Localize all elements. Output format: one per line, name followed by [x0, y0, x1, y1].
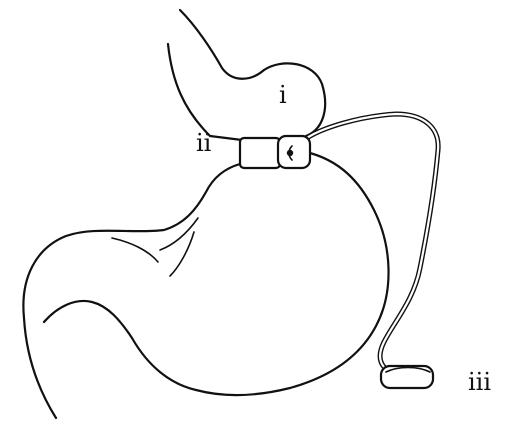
stomach-fold-line-3	[170, 232, 194, 276]
gastric-band-left-segment	[240, 138, 280, 168]
gastric-band-right-segment	[278, 136, 310, 168]
access-port	[381, 366, 433, 388]
esophagus-right-wall	[180, 10, 264, 79]
esophagus-left-wall	[168, 44, 242, 140]
label-pouch: i	[279, 81, 287, 109]
label-band: ii	[196, 129, 212, 157]
gastric-band	[240, 136, 310, 168]
label-port: iii	[468, 368, 491, 396]
stomach-fold-line-2	[112, 238, 158, 262]
gastric-band-buckle-dot	[287, 150, 293, 156]
stomach-outline	[23, 152, 388, 418]
gastric-pouch-outline	[264, 63, 325, 136]
